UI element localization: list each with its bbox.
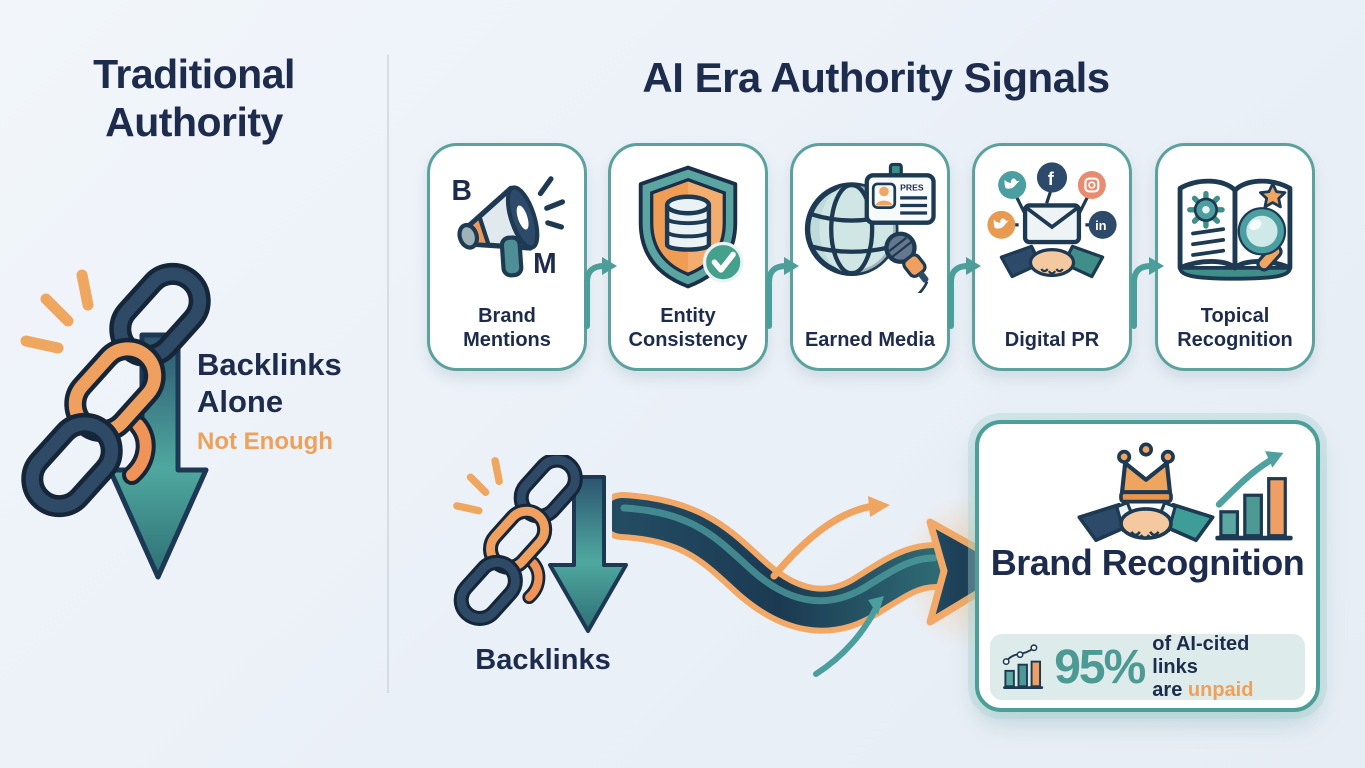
stat-line1: of AI-cited links — [1152, 632, 1250, 678]
brand-recognition-title: Brand Recognition — [990, 542, 1305, 583]
social-network-handshake-icon: f in — [987, 162, 1117, 279]
card-digital-pr: f in — [972, 143, 1132, 371]
linkedin-icon: in — [1088, 210, 1117, 239]
handshake-icon — [1077, 500, 1215, 542]
linkedin-label: in — [1095, 218, 1107, 233]
press-badge-icon: PRES — [864, 162, 936, 225]
backlinks-alone-text: Backlinks Alone — [197, 347, 342, 420]
stat-highlight: unpaid — [1187, 678, 1254, 701]
backlinks-alone-caption: Backlinks Alone Not Enough — [197, 346, 377, 457]
teal-curve-arrow-icon — [813, 596, 884, 677]
right-panel-title: AI Era Authority Signals — [642, 54, 1110, 101]
swoosh-arrow-icon — [612, 492, 1022, 677]
section-divider — [387, 55, 389, 693]
card-label: Earned Media — [804, 329, 936, 351]
handshake-crown-icon — [1077, 442, 1215, 542]
stat-text: of AI-cited links are unpaid — [1152, 633, 1295, 702]
mini-chart-icon — [1002, 644, 1044, 689]
broken-chain-down-arrow-icon — [10, 255, 235, 580]
megaphone-icon: B M — [452, 174, 566, 279]
crown-icon — [1117, 442, 1175, 504]
instagram-icon — [1077, 171, 1106, 199]
facebook-icon: f — [1036, 162, 1068, 193]
check-circle-icon — [702, 241, 744, 283]
card-label: Digital PR — [1004, 329, 1100, 351]
orange-curve-arrow-icon — [770, 496, 890, 580]
card-label: Brand Mentions — [463, 305, 551, 351]
globe-icon — [804, 182, 899, 276]
growth-bar-chart-icon — [1215, 451, 1293, 541]
card-label: Topical Recognition — [1177, 305, 1293, 351]
card-label: Entity Consistency — [628, 305, 748, 351]
handshake-icon — [999, 244, 1105, 279]
letter-m-label: M — [533, 247, 557, 279]
magnifier-icon — [1237, 207, 1287, 272]
flow-arrow-icon — [584, 257, 617, 329]
flow-arrow-icon — [1131, 257, 1164, 329]
press-badge-label: PRES — [900, 182, 924, 192]
stat-value: 95% — [1054, 640, 1146, 694]
book-magnifier-icon — [1177, 178, 1293, 281]
letter-b-label: B — [452, 174, 472, 206]
not-enough-text: Not Enough — [197, 428, 333, 456]
left-panel-title: Traditional Authority — [93, 51, 295, 146]
card-topical-recognition: Topical Recognition — [1155, 143, 1315, 371]
bird-icon — [987, 210, 1016, 239]
star-icon — [1259, 182, 1287, 209]
stat-bar: 95% of AI-cited links are unpaid — [990, 633, 1305, 702]
flow-arrow-icon — [766, 257, 799, 329]
shield-database-check-icon — [638, 165, 744, 289]
globe-press-microphone-icon: PRES — [804, 162, 936, 293]
stat-line2: are unpaid — [1152, 678, 1254, 701]
card-earned-media: PRES Earned Media — [790, 143, 950, 371]
card-entity-consistency: Entity Consistency — [608, 143, 768, 371]
microphone-icon — [884, 231, 929, 293]
gear-icon — [1187, 190, 1225, 229]
backlinks-chain-down-arrow-icon — [448, 455, 628, 650]
card-brand-mentions: B M Brand Mentions — [427, 143, 587, 371]
brand-recognition-card: Brand Recognition 95% of AI-cited links … — [975, 420, 1320, 712]
facebook-label: f — [1048, 168, 1055, 189]
backlinks-label: Backlinks — [475, 644, 611, 676]
database-icon — [664, 194, 712, 252]
flow-arrow-icon — [948, 257, 981, 329]
twitter-icon — [998, 171, 1027, 199]
